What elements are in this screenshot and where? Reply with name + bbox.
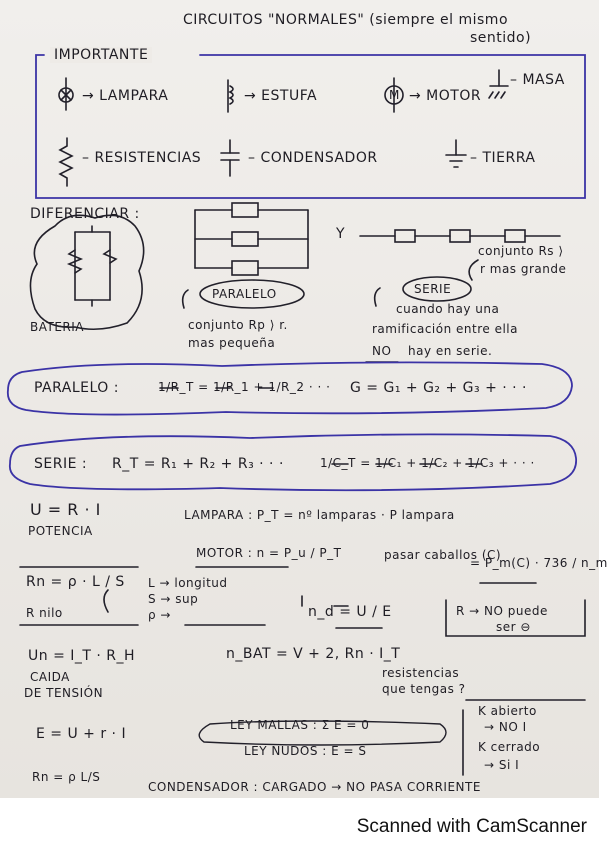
scanned-page: CIRCUITOS "NORMALES" (siempre el mismo s… (0, 0, 607, 798)
rho-note: ρ → (148, 608, 171, 622)
r-mas-grande-note: r mas grande (480, 262, 567, 276)
paralelo-circled: PARALELO (212, 287, 277, 301)
r-not-negative-1: R → NO puede (456, 604, 548, 618)
condensador-label: – CONDENSADOR (248, 150, 378, 166)
serie-note-line1: cuando hay una (396, 302, 500, 316)
tierra-label: – TIERRA (470, 150, 536, 166)
paralelo-note-line1: conjunto Rp ⟩ r. (188, 318, 288, 332)
lampara-power: LAMPARA : P_T = nº lamparas · P lampara (184, 508, 455, 522)
resistencias-label: – RESISTENCIAS (82, 150, 202, 166)
emf-formula: E = U + r · I (36, 726, 127, 742)
ley-nudos: LEY NUDOS : E = S (244, 744, 367, 758)
resistance-short: Rn = ρ L/S (32, 770, 101, 784)
serie-formula-label: SERIE : (34, 456, 88, 472)
surface-note: S → sup (148, 592, 199, 606)
battery-count-formula: n_BAT = V + 2, Rn · I_T (226, 646, 401, 662)
no-i: → NO I (484, 720, 527, 734)
resistance-formula: Rn = ρ · L / S (26, 574, 125, 590)
condensador-note: CONDENSADOR : CARGADO → NO PASA CORRIENT… (148, 780, 481, 794)
potencia-label: POTENCIA (28, 524, 93, 538)
estufa-label: → ESTUFA (244, 88, 318, 104)
page-title-line1: CIRCUITOS "NORMALES" (siempre el mismo (183, 12, 509, 28)
conjunto-rs-note: conjunto Rs ⟩ (478, 244, 564, 258)
serie-circled: SERIE (414, 282, 452, 296)
pasar-caballos: pasar caballos (C) (384, 548, 502, 562)
serie-note-line2: ramificación entre ella (372, 322, 518, 336)
motor-efficiency: MOTOR : n = P_u / P_T (196, 546, 342, 560)
si-i: → Si I (484, 758, 520, 772)
serie-note-no: NO (372, 344, 392, 358)
bateria-label: BATERIA (30, 320, 85, 334)
pen-drawings (6, 54, 586, 776)
que-tengas-note: que tengas ? (382, 682, 466, 696)
resistencias-note: resistencias (382, 666, 460, 680)
k-cerrado: K cerrado (478, 740, 541, 754)
caida-label: CAIDA (30, 670, 70, 684)
efficiency-formula: n_d = U / E (308, 604, 392, 620)
important-label: IMPORTANTE (50, 47, 153, 63)
resistance-sub: R nilo (26, 606, 63, 620)
r-not-negative-2: ser ⊖ (496, 620, 531, 634)
tension-label: DE TENSIÓN (24, 686, 104, 700)
motor-symbol-letter: M (389, 88, 400, 102)
paralelo-formula: 1/R_T = 1/R_1 + 1/R_2 · · · (158, 380, 331, 394)
conductance-formula: G = G₁ + G₂ + G₃ + · · · (350, 380, 528, 396)
serie-formula: R_T = R₁ + R₂ + R₃ · · · (112, 456, 284, 472)
scanner-footer: Scanned with CamScanner (0, 798, 599, 848)
ohm-law: U = R · I (30, 500, 101, 519)
length-note: L → longitud (148, 576, 228, 590)
paralelo-note-line2: mas pequeña (188, 336, 276, 350)
lampara-label: → LAMPARA (82, 88, 169, 104)
scanner-watermark: Scanned with CamScanner (356, 816, 587, 837)
serie-note-line3: hay en serie. (408, 344, 493, 358)
paralelo-formula-label: PARALELO : (34, 380, 119, 396)
voltage-drop-formula: Un = I_T · R_H (28, 648, 136, 664)
pasar-formula: = P_m(C) · 736 / n_m (470, 556, 608, 570)
k-abierto: K abierto (478, 704, 537, 718)
diferenciar-label: DIFERENCIAR : (30, 206, 140, 222)
y-label: Y (336, 226, 346, 242)
capacitor-series-formula: 1/C_T = 1/C₁ + 1/C₂ + 1/C₃ + · · · (320, 456, 535, 470)
motor-label: → MOTOR (409, 88, 482, 104)
ley-mallas: LEY MALLAS : Σ E = 0 (230, 718, 370, 732)
page-title-line2: sentido) (470, 30, 532, 46)
masa-label: – MASA (510, 72, 565, 88)
